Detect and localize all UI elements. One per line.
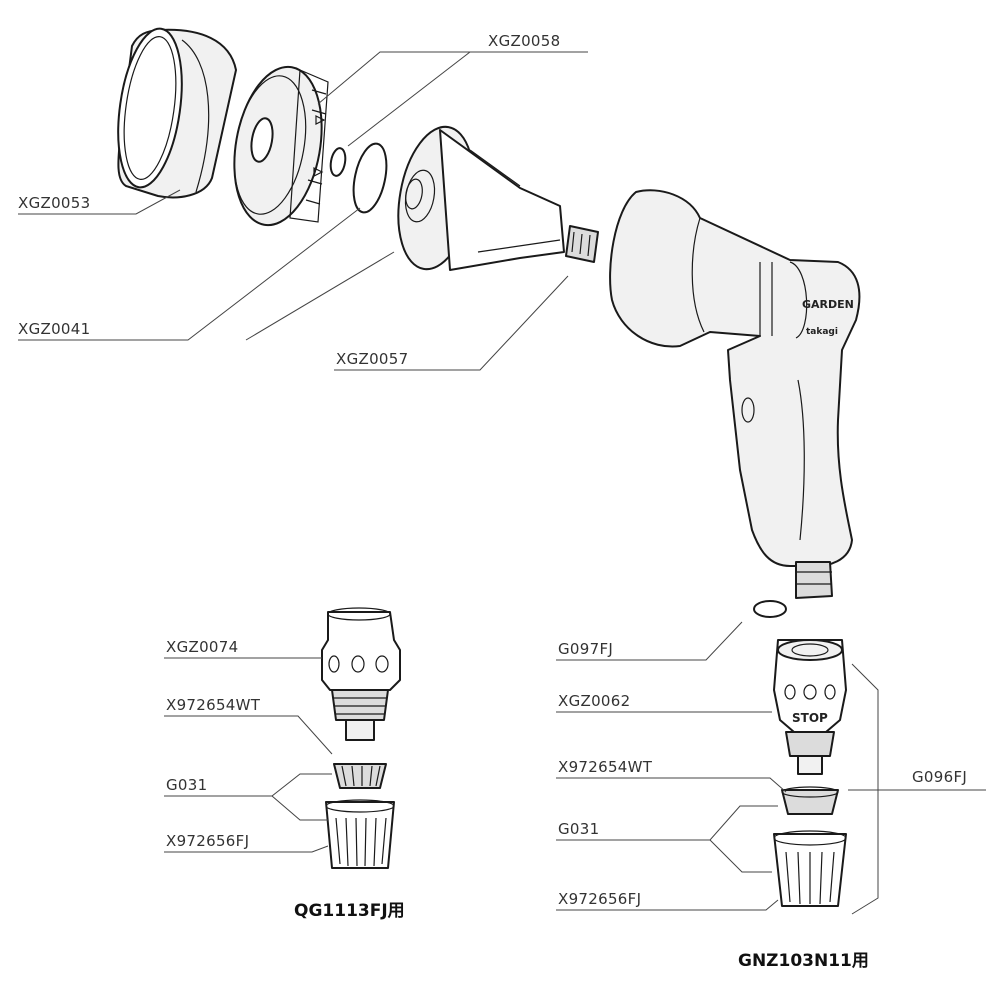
part-left-collet — [333, 763, 387, 789]
model-caption-right: GNZ103N11用 — [738, 951, 869, 971]
label-g031-left: G031 — [166, 776, 207, 794]
label-g096fj: G096FJ — [912, 768, 967, 786]
part-left-connector — [321, 607, 401, 741]
gun-brand-sub-text: takagi — [806, 327, 838, 337]
label-xgz0062: XGZ0062 — [558, 692, 630, 710]
label-xgz0041: XGZ0041 — [18, 320, 90, 338]
model-caption-left: QG1113FJ用 — [294, 901, 405, 921]
label-xgz0053: XGZ0053 — [18, 194, 90, 212]
stop-marking-text: STOP — [792, 711, 828, 725]
label-xgz0074: XGZ0074 — [166, 638, 238, 656]
label-x972654wt-left: X972654WT — [166, 696, 261, 714]
part-valve-plug — [565, 225, 599, 263]
part-right-collet — [781, 786, 839, 815]
label-xgz0057: XGZ0057 — [336, 350, 408, 368]
gun-brand-text: GARDEN — [802, 298, 854, 311]
leader-lines — [18, 51, 986, 915]
part-selector-body — [397, 125, 565, 271]
part-front-cap — [117, 27, 237, 199]
label-g097fj: G097FJ — [558, 640, 613, 658]
label-xgz0058: XGZ0058 — [488, 32, 560, 50]
part-left-nut — [325, 799, 395, 869]
label-x972656fj-right: X972656FJ — [558, 890, 641, 908]
part-small-o-ring — [329, 147, 347, 177]
part-spray-disc — [233, 65, 329, 227]
label-g031-right: G031 — [558, 820, 599, 838]
label-x972654wt-right: X972654WT — [558, 758, 653, 776]
part-g097fj-o-ring — [753, 600, 787, 618]
part-nozzle-gun: GARDEN takagi — [609, 189, 861, 599]
label-x972656fj-left: X972656FJ — [166, 832, 249, 850]
part-right-connector: STOP — [773, 639, 847, 775]
part-large-o-ring — [352, 142, 388, 214]
part-right-nut — [773, 830, 847, 907]
